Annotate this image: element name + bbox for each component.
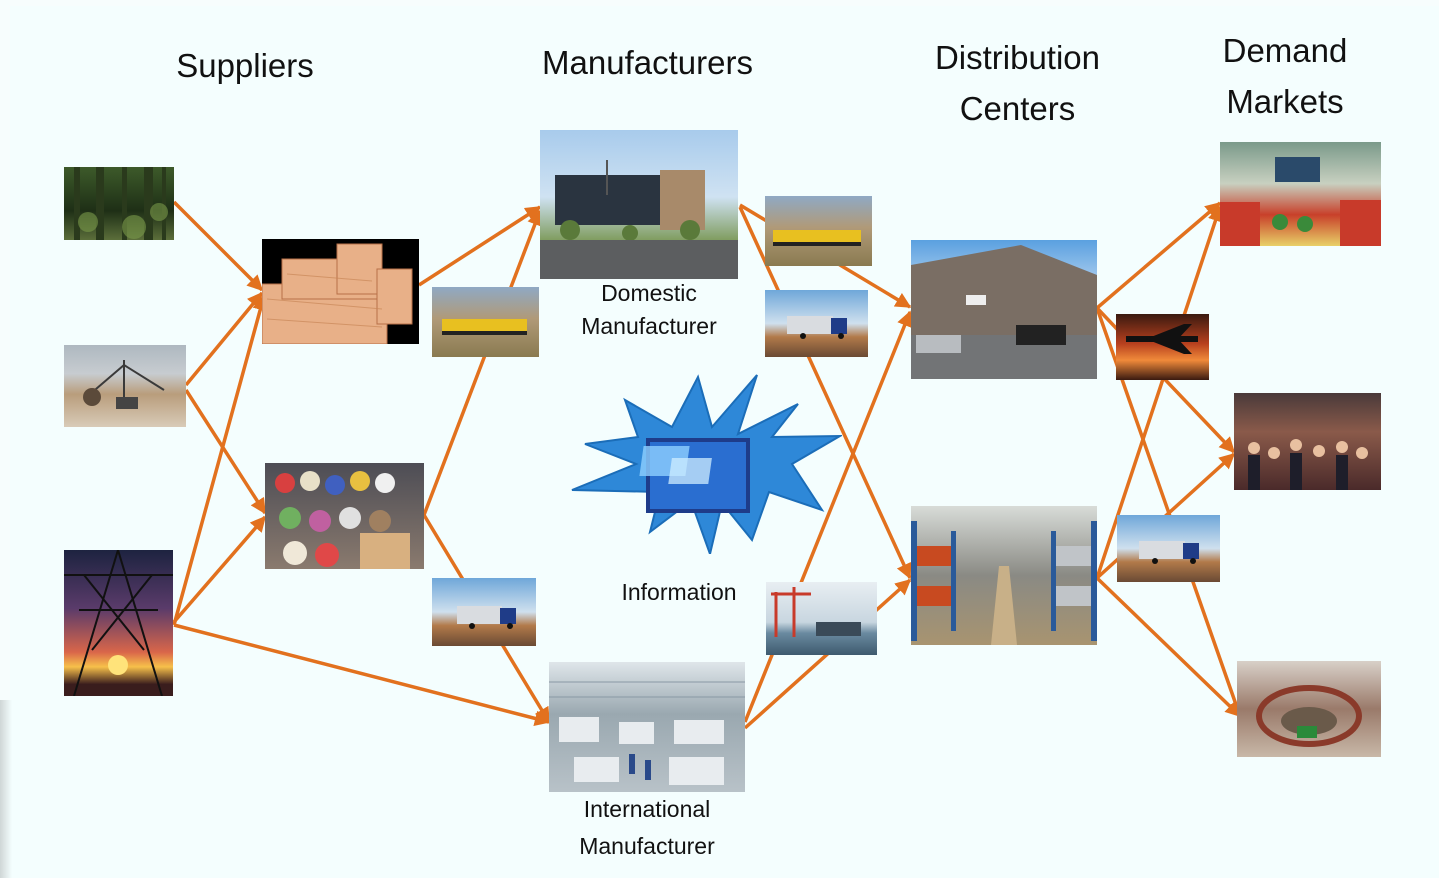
container-port-photo [766, 582, 877, 655]
arrow-forest-lumber [172, 200, 264, 292]
arrow-domestic-dc2 [738, 206, 912, 580]
domestic-label-line2: Manufacturer [581, 313, 717, 339]
arrow-fabric-domestic [422, 209, 543, 516]
lumber-photo [262, 239, 419, 344]
international-label-line1: International [583, 796, 711, 822]
information-starburst [571, 374, 842, 554]
domestic-label-line1: Domestic [601, 280, 697, 306]
arrow-quarry-fabric [184, 389, 267, 515]
arrow-power-fabric [172, 515, 267, 624]
warehouse-exterior-photo [911, 240, 1097, 379]
power-tower-sunset-photo [64, 550, 173, 696]
warehouse-interior-photo [911, 506, 1097, 645]
fabric-rolls-photo [265, 463, 424, 569]
computer-screen-icon [639, 438, 750, 513]
header-demand-line2: Markets [1226, 83, 1344, 120]
crowded-market-photo [1234, 393, 1381, 490]
freight-train-photo [432, 287, 539, 357]
shopping-mall-photo [1237, 661, 1381, 757]
freight-train-photo [765, 196, 872, 266]
header-manufacturers: Manufacturers [542, 44, 753, 81]
arrow-quarry-lumber [184, 291, 264, 387]
arrow-power-international [173, 623, 551, 727]
factory-floor-photo [549, 662, 745, 792]
supermarket-photo [1220, 142, 1381, 246]
header-distribution-line1: Distribution [934, 39, 1101, 76]
information-label: Information [621, 579, 737, 605]
header-demand-line1: Demand [1222, 32, 1348, 69]
truck-photo [765, 290, 868, 357]
arrow-dc1-market1 [1095, 201, 1222, 310]
arrow-power-lumber [172, 294, 268, 626]
truck-photo [1117, 515, 1220, 582]
edge-shadow [0, 700, 12, 878]
header-distribution-line2: Centers [959, 90, 1076, 127]
international-label-line2: Manufacturer [579, 833, 715, 859]
arrow-dc2-market3 [1095, 576, 1242, 718]
truck-photo [432, 578, 536, 646]
office-building-photo [540, 130, 738, 279]
forest-photo [64, 167, 174, 240]
arrow-lumber-domestic [418, 205, 542, 287]
header-suppliers: Suppliers [176, 47, 314, 84]
quarry-excavator-photo [64, 345, 186, 427]
airplane-sunset-photo [1116, 314, 1209, 380]
